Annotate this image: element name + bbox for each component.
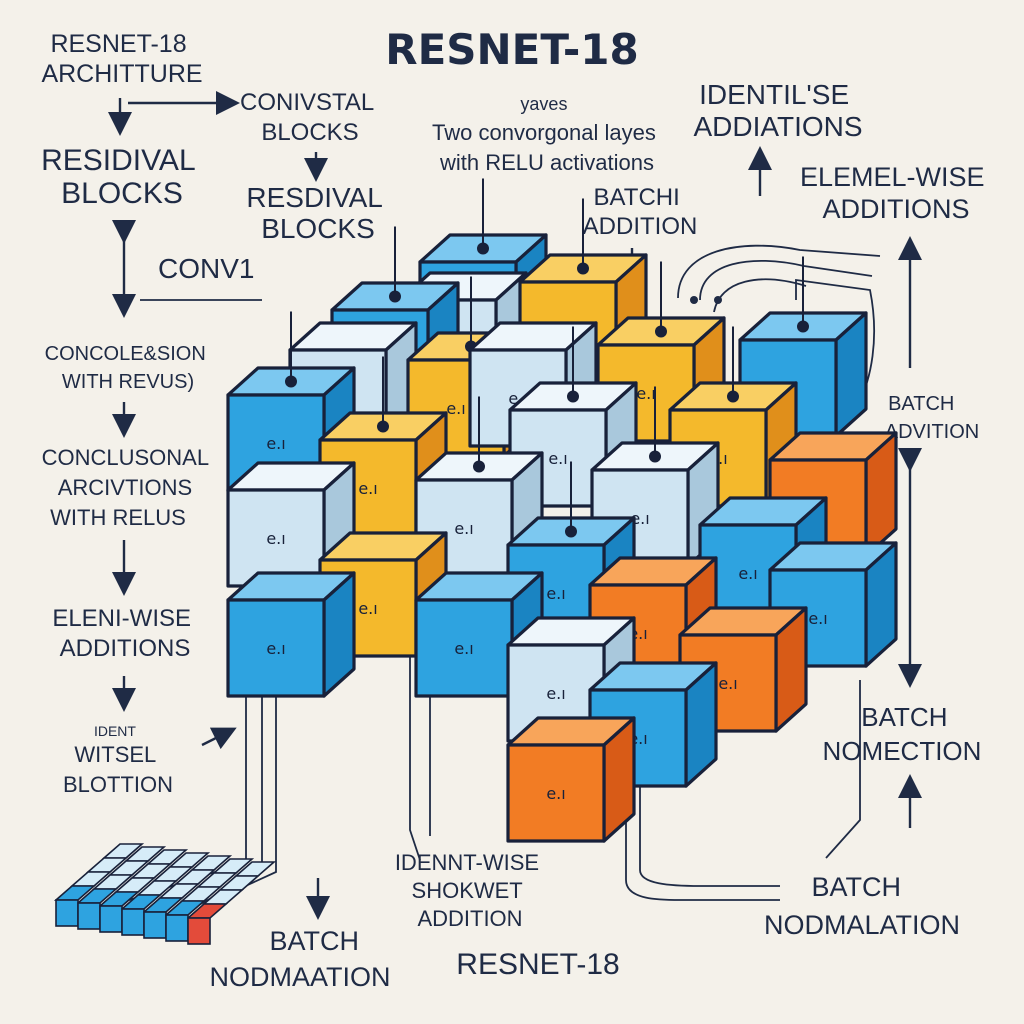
top-label-conv-blocks: CONIVSTAL BLOCKS: [240, 89, 380, 146]
bottom-label-batch-normalization: BATCH NODMAATION: [210, 926, 391, 992]
cube-glyph: e.ı: [738, 564, 757, 583]
left-label-conv1: CONV1: [158, 253, 254, 284]
top-label-two-conv-layers: yaves Two convorgonal layes with RELU ac…: [432, 90, 662, 175]
right-label-batch-nomection: BATCH NOMECTION: [823, 702, 982, 766]
bottom-label-identity-shortcut: IDENNT-WISE SHOKWET ADDITION: [395, 850, 545, 931]
cube-22: e.ı: [226, 571, 356, 698]
grid-cell-front: [77, 902, 101, 930]
right-label-element-wise: ELEMEL-WISE ADDITIONS: [800, 162, 992, 224]
left-label-element-wise: ELENI-WISE ADDITIONS: [52, 605, 197, 662]
cube-glyph: e.ı: [266, 434, 285, 453]
cube-glyph: e.ı: [546, 684, 565, 703]
top-label-batch-addition: BATCHI ADDITION: [583, 184, 698, 240]
cube-stack: e.ı e.ı e.ı e.ı e.ı e.ı e.ı e.ı e.ı e.ı e.ı e.ı e.ı e…: [226, 178, 898, 843]
cube-glyph: e.ı: [454, 519, 473, 538]
cube-16: e.ı: [414, 396, 544, 578]
cube-glyph: e.ı: [358, 599, 377, 618]
right-label-identity-additions: IDENTIL'SE ADDIATIONS: [693, 79, 862, 142]
grid-cell-front: [55, 899, 79, 927]
left-label-convolution: CONCOLE&SION WITH REVUS): [45, 343, 212, 393]
cube-glyph: e.ı: [808, 609, 827, 628]
cube-glyph: e.ı: [636, 384, 655, 403]
cube-27: e.ı: [506, 716, 636, 843]
grid-cell-front: [165, 914, 189, 942]
grid-cell-front: [121, 908, 145, 936]
grid-cell-front: [187, 917, 211, 945]
cube-glyph: e.ı: [454, 639, 473, 658]
cube-glyph: e.ı: [718, 674, 737, 693]
cube-glyph: e.ı: [358, 479, 377, 498]
grid-cell-front: [143, 911, 167, 939]
top-label-residual-blocks: RESDIVAL BLOCKS: [246, 182, 389, 244]
diagram-title: RESNET-18: [385, 25, 638, 74]
left-label-architecture: RESNET-18 ARCHITTURE: [41, 30, 202, 88]
cube-glyph: e.ı: [266, 639, 285, 658]
left-label-ident-witsel: IDENT WITSEL BLOTTION: [63, 716, 173, 797]
right-label-batch-nodmalation: BATCH NODMALATION: [764, 872, 960, 940]
footer-title: RESNET-18: [456, 948, 619, 981]
cube-18: e.ı: [768, 541, 898, 668]
grid-cell-front: [99, 905, 123, 933]
left-label-residual-blocks: RESIDIVAL BLOCKS: [41, 144, 203, 210]
cube-glyph: e.ı: [266, 529, 285, 548]
right-label-batch-addition: BATCH ADVITION: [885, 393, 979, 443]
cube-glyph: e.ı: [548, 449, 567, 468]
cube-glyph: e.ı: [546, 784, 565, 803]
input-grid: [53, 843, 277, 945]
left-label-conclusonal: CONCLUSONAL ARCIVTIONS WITH RELUS: [42, 445, 215, 530]
cube-glyph: e.ı: [446, 399, 465, 418]
arrow-right-2: [201, 727, 237, 750]
cube-glyph: e.ı: [546, 584, 565, 603]
